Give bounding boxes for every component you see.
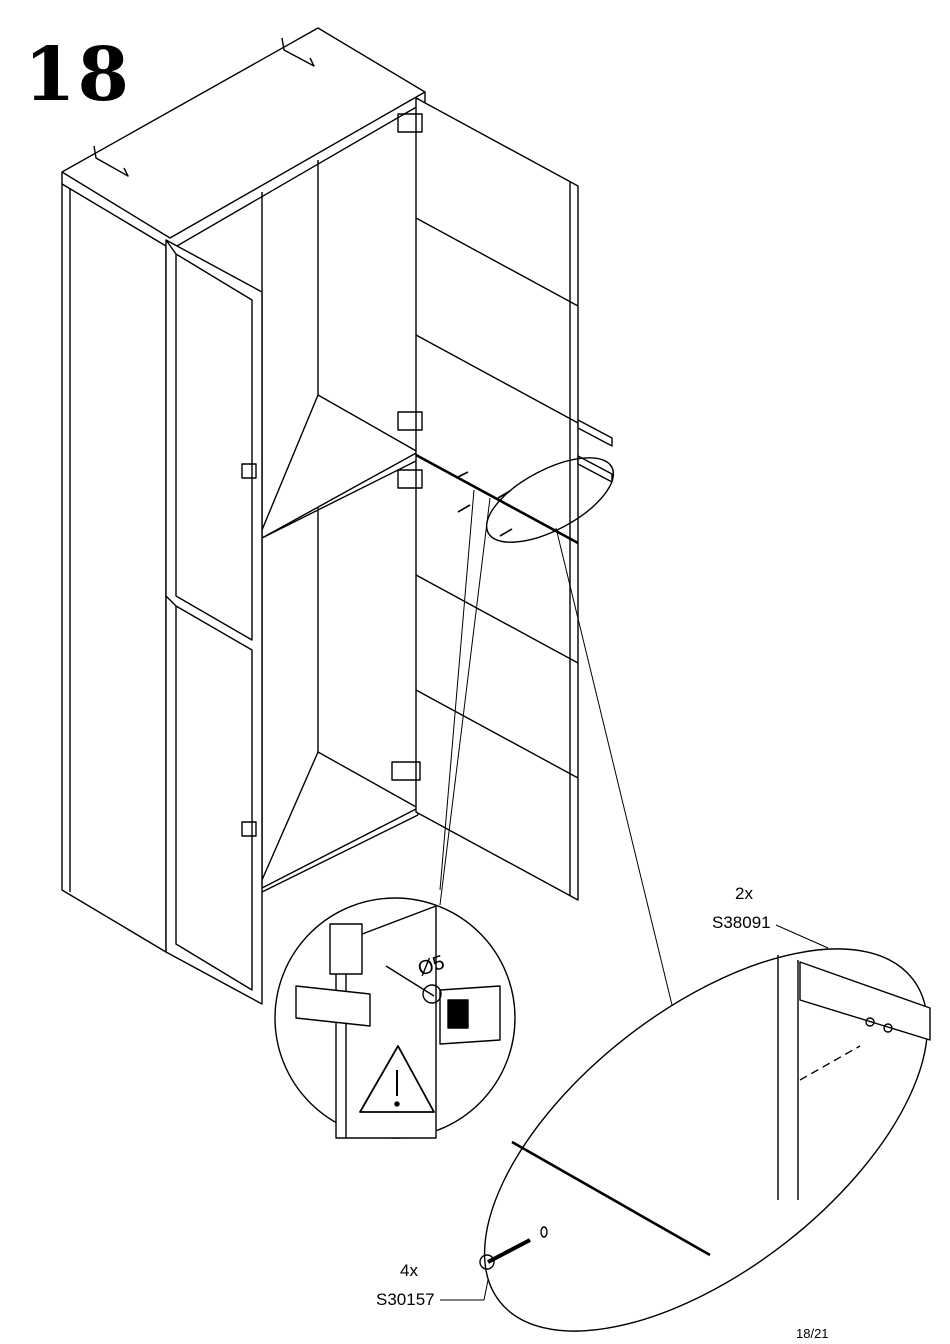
part-code-rail: S38091 [712, 914, 771, 931]
drill-detail-circle [275, 898, 515, 1138]
handle-rail-lower [578, 456, 612, 482]
step-number: 18 [24, 38, 131, 112]
part-qty-screw: 4x [400, 1262, 418, 1279]
rail-detail-ellipse [420, 876, 950, 1344]
part-code-screw: S30157 [376, 1291, 435, 1308]
handle-rail-upper [578, 420, 612, 446]
left-door [166, 240, 262, 1004]
part-qty-rail: 2x [735, 885, 753, 902]
right-door-open [416, 98, 578, 900]
page-number: 18/21 [796, 1326, 829, 1341]
